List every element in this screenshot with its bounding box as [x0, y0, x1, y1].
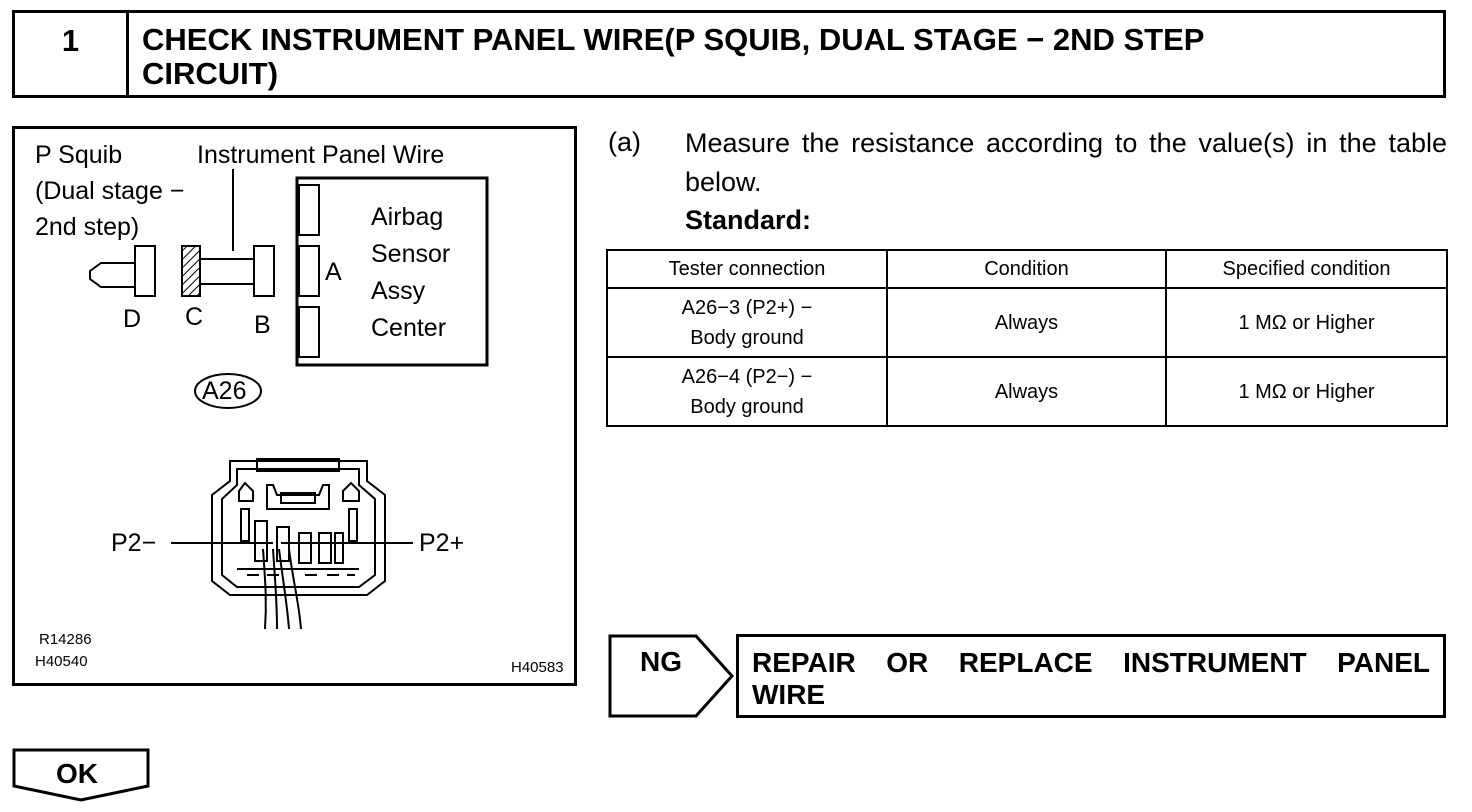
airbag-label: Airbag [371, 203, 444, 231]
instrument-panel-wire-label: Instrument Panel Wire [197, 141, 445, 169]
table-row: A26−3 (P2+) − Body ground Always 1 MΩ or… [606, 287, 1448, 358]
ok-arrow-icon [12, 748, 150, 802]
connector-face-drawing [211, 458, 386, 596]
airbag-sensor-box [295, 176, 489, 367]
connector-a-label: A [325, 258, 342, 286]
p-squib-label: P Squib [35, 141, 123, 169]
connection-terminal: A26−3 (P2+) − [681, 296, 813, 319]
connector-id-oval [194, 373, 262, 409]
wiring-figure: P Squib (Dual stage − 2nd step) Instrume… [12, 126, 577, 686]
sensor-label: Sensor [371, 240, 451, 268]
p-squib-step-label: 2nd step) [35, 213, 140, 241]
connector-d-label: D [123, 305, 142, 333]
specified-condition-cell: 1 MΩ or Higher [1165, 287, 1448, 358]
connector-d-body [134, 245, 156, 297]
condition-cell: Always [886, 287, 1167, 358]
step-header: 1 CHECK INSTRUMENT PANEL WIRE(P SQUIB, D… [12, 10, 1446, 98]
wire-body [199, 258, 255, 285]
ng-label: NG [640, 646, 682, 677]
connection-ground: Body ground [690, 395, 804, 418]
reference-code-2: H40540 [35, 653, 88, 670]
reference-code-1: R14286 [39, 631, 92, 648]
sensor-slot-2 [298, 245, 320, 297]
step-title: CHECK INSTRUMENT PANEL WIRE(P SQUIB, DUA… [129, 13, 1443, 95]
pin-p2-minus-label: P2− [111, 529, 157, 557]
connector-id-label: A26 [202, 377, 247, 405]
connector-c-label: C [185, 303, 204, 331]
step-title-line-1: CHECK INSTRUMENT PANEL WIRE(P SQUIB, DUA… [142, 22, 1205, 57]
reference-code-3: H40583 [511, 659, 564, 676]
ng-action-box: REPAIR OR REPLACE INSTRUMENT PANEL WIRE [736, 634, 1446, 718]
pin-p2-plus-label: P2+ [419, 529, 465, 557]
header-condition: Condition [886, 249, 1167, 289]
table-row: A26−4 (P2−) − Body ground Always 1 MΩ or… [606, 356, 1448, 427]
instruction-marker: (a) [608, 127, 641, 157]
p-squib-stage-label: (Dual stage − [35, 177, 185, 205]
wiring-diagram [89, 169, 489, 630]
standard-label: Standard: [685, 205, 812, 235]
connection-ground: Body ground [690, 326, 804, 349]
connection-terminal: A26−4 (P2−) − [681, 365, 813, 388]
sensor-slot-1 [298, 184, 320, 236]
specified-condition-cell: 1 MΩ or Higher [1165, 356, 1448, 427]
ng-arrow-icon [608, 634, 735, 718]
specification-table: Tester connection Condition Specified co… [606, 249, 1448, 427]
table-header-row: Tester connection Condition Specified co… [606, 249, 1448, 289]
header-specified-condition: Specified condition [1165, 249, 1448, 289]
connector-wires [262, 548, 302, 630]
condition-cell: Always [886, 356, 1167, 427]
connector-c-body [181, 245, 201, 297]
connector-b-label: B [254, 311, 271, 339]
tester-connection-cell: A26−4 (P2−) − Body ground [606, 356, 888, 427]
squib-plug [89, 262, 136, 288]
ok-label: OK [56, 758, 98, 789]
center-label: Center [371, 314, 447, 342]
step-number: 1 [15, 13, 129, 95]
sensor-slot-3 [298, 306, 320, 358]
connector-b-body [253, 245, 275, 297]
header-tester-connection: Tester connection [606, 249, 888, 289]
instruction-text: Measure the resistance according to the … [685, 128, 1447, 197]
assy-label: Assy [371, 277, 426, 305]
step-title-line-2: CIRCUIT) [142, 56, 279, 91]
tester-connection-cell: A26−3 (P2+) − Body ground [606, 287, 888, 358]
